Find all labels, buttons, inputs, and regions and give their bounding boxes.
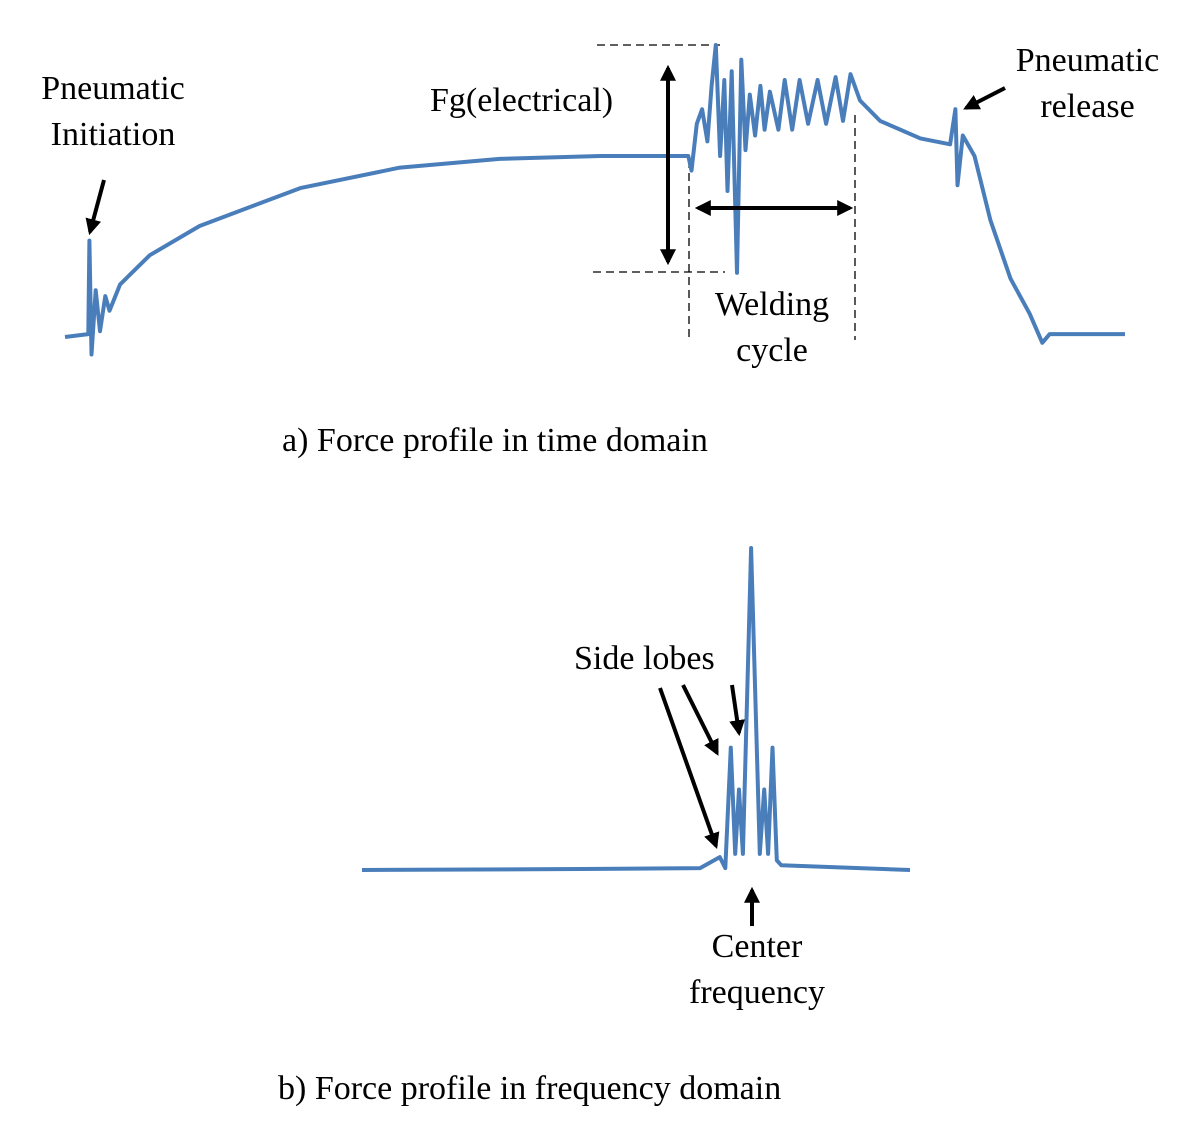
label-line: Center: [711, 928, 803, 965]
side-lobe-arrow-3: [729, 684, 746, 737]
pneumatic-release-arrow: [963, 86, 1006, 110]
label-line: Pneumatic: [41, 70, 185, 107]
caption-b: b) Force profile in frequency domain: [278, 1070, 782, 1107]
label-line: frequency: [689, 974, 825, 1011]
time-domain-force-line: [64, 43, 1125, 357]
frequency-domain-force-line: [361, 546, 911, 872]
fg-electrical-label: Fg(electrical): [430, 82, 614, 119]
side-lobe-arrow-2: [681, 684, 719, 756]
center-frequency-label: Center frequency: [672, 924, 842, 1016]
label-line: Pneumatic: [1015, 42, 1160, 79]
pneumatic-release-label: Pneumatic release: [1000, 38, 1175, 130]
label-line: Welding: [714, 286, 830, 323]
welding-cycle-label: Welding cycle: [697, 282, 847, 374]
side-lobe-arrow-1: [658, 687, 720, 850]
label-line: cycle: [736, 332, 808, 369]
fg-guides: [593, 44, 856, 340]
label-line: release: [1040, 88, 1135, 125]
caption-a: a) Force profile in time domain: [282, 422, 708, 459]
side-lobes-label: Side lobes: [574, 640, 715, 677]
pneumatic-initiation-label: Pneumatic Initiation: [28, 66, 198, 158]
label-line: Initiation: [50, 116, 176, 153]
pneumatic-initiation-arrow: [85, 179, 106, 236]
